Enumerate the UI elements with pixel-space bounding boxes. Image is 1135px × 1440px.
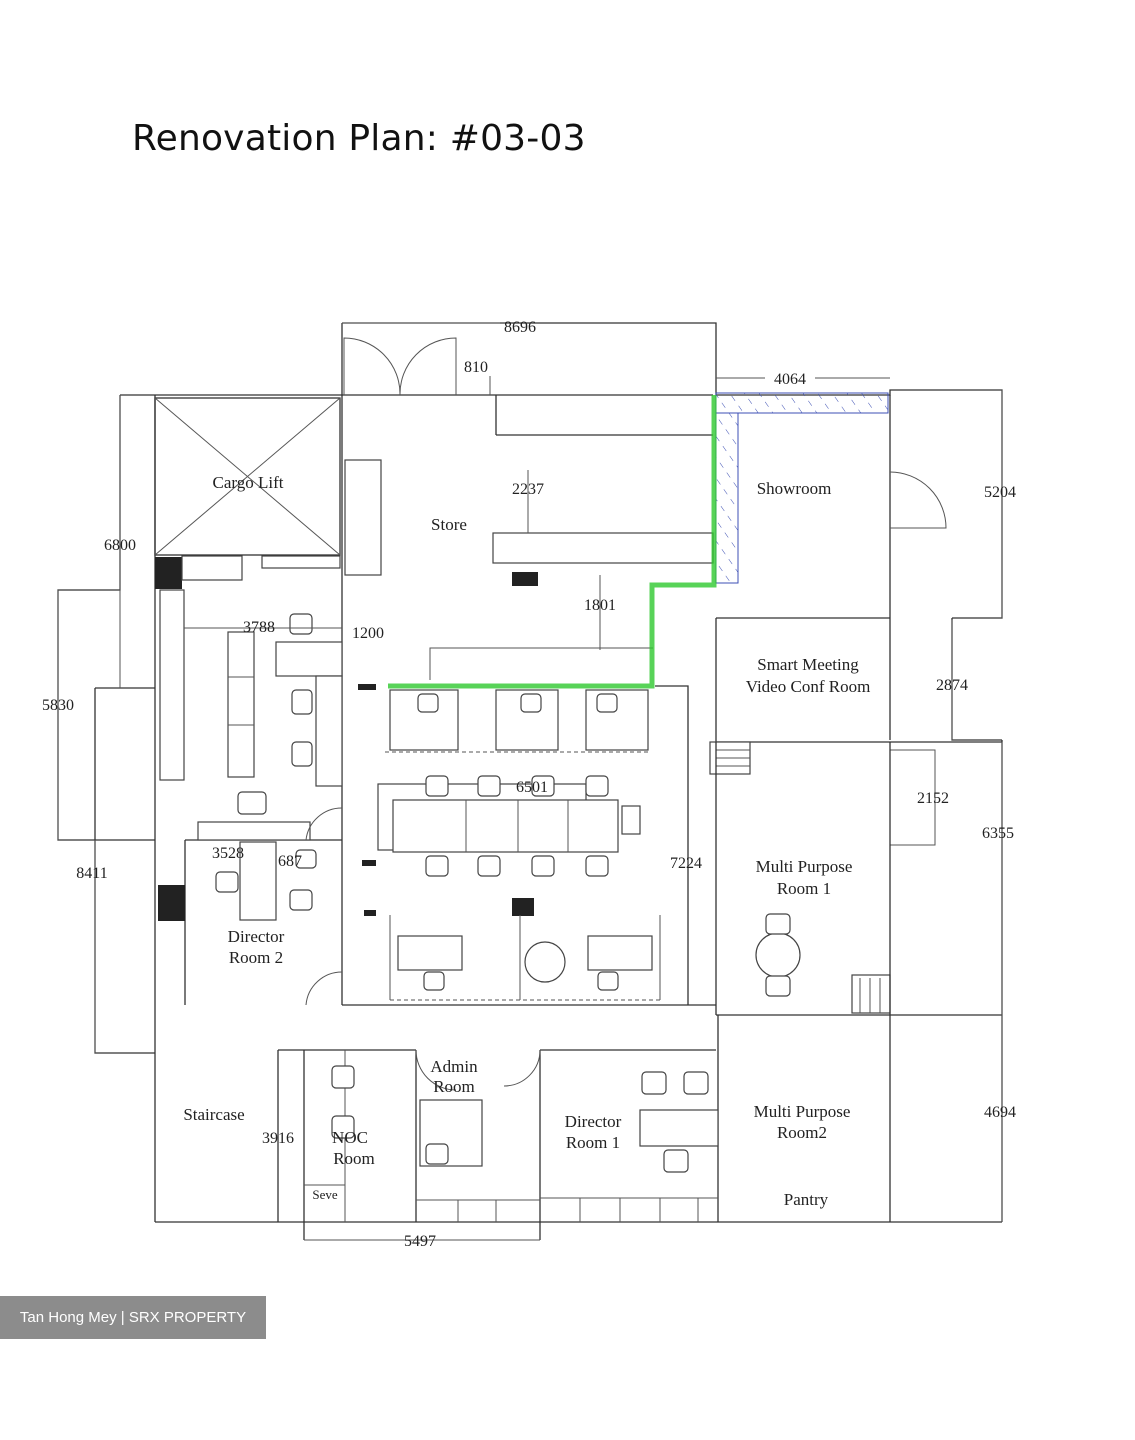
label-pantry: Pantry [784,1190,829,1209]
label-director-room-2a: Director [228,927,285,946]
label-noc-room-b: Room [333,1149,375,1168]
left-rooms [158,589,343,1006]
cargo-lift [154,397,341,589]
dim-2237: 2237 [512,481,544,498]
label-noc-room-a: NOC [332,1128,368,1147]
dim-687: 687 [278,853,302,870]
dim-3528: 3528 [212,845,244,862]
label-admin-room-a: Admin [430,1057,478,1076]
plan-title: Renovation Plan: #03-03 [132,118,586,159]
bench-chairs [425,775,609,877]
label-director-room-2b: Room 2 [229,948,283,967]
watermark: Tan Hong Mey | SRX PROPERTY [0,1296,266,1339]
label-smart-meeting: Smart Meeting [757,655,859,674]
open-office [289,613,716,1006]
room-labels: Cargo Lift Store Showroom Smart Meeting … [183,473,870,1209]
dim-5204: 5204 [984,484,1016,501]
dim-8696: 8696 [504,319,536,336]
dim-3916: 3916 [262,1130,294,1147]
label-store: Store [431,515,467,534]
dim-5830: 5830 [42,697,74,714]
dim-3788: 3788 [243,619,275,636]
dim-1801: 1801 [584,597,616,614]
dimension-lines [57,322,1003,1241]
label-video-conf-room: Video Conf Room [746,677,871,696]
label-multi-purpose-room-1b: Room 1 [777,879,831,898]
label-director-room-1b: Room 1 [566,1133,620,1152]
dim-1200: 1200 [352,625,384,642]
label-staircase: Staircase [183,1105,244,1124]
dim-6355: 6355 [982,825,1014,842]
label-server: Seve [312,1187,338,1202]
label-showroom: Showroom [757,479,832,498]
column-markers [358,684,376,916]
outer-walls [57,322,1003,1223]
dim-6800: 6800 [104,537,136,554]
dim-7224: 7224 [670,855,702,872]
label-multi-purpose-room-1a: Multi Purpose [756,857,853,876]
showroom [388,392,1002,743]
dim-5497: 5497 [404,1233,436,1250]
label-director-room-1a: Director [565,1112,622,1131]
label-cargo-lift: Cargo Lift [213,473,284,492]
label-multi-purpose-room-2b: Room2 [777,1123,827,1142]
dim-4064: 4064 [774,371,806,388]
dim-6501: 6501 [516,779,548,796]
label-admin-room-b: Room [433,1077,475,1096]
label-multi-purpose-room-2a: Multi Purpose [754,1102,851,1121]
dim-2874: 2874 [936,677,968,694]
dim-4694: 4694 [984,1104,1016,1121]
bottom-rooms [277,1049,719,1241]
dim-2152: 2152 [917,790,949,807]
right-rooms [709,741,1002,1222]
dimension-labels: 8696 810 4064 2237 5204 6800 1801 3788 1… [42,319,1016,1250]
dim-810: 810 [464,359,488,376]
dim-8411: 8411 [76,865,107,882]
